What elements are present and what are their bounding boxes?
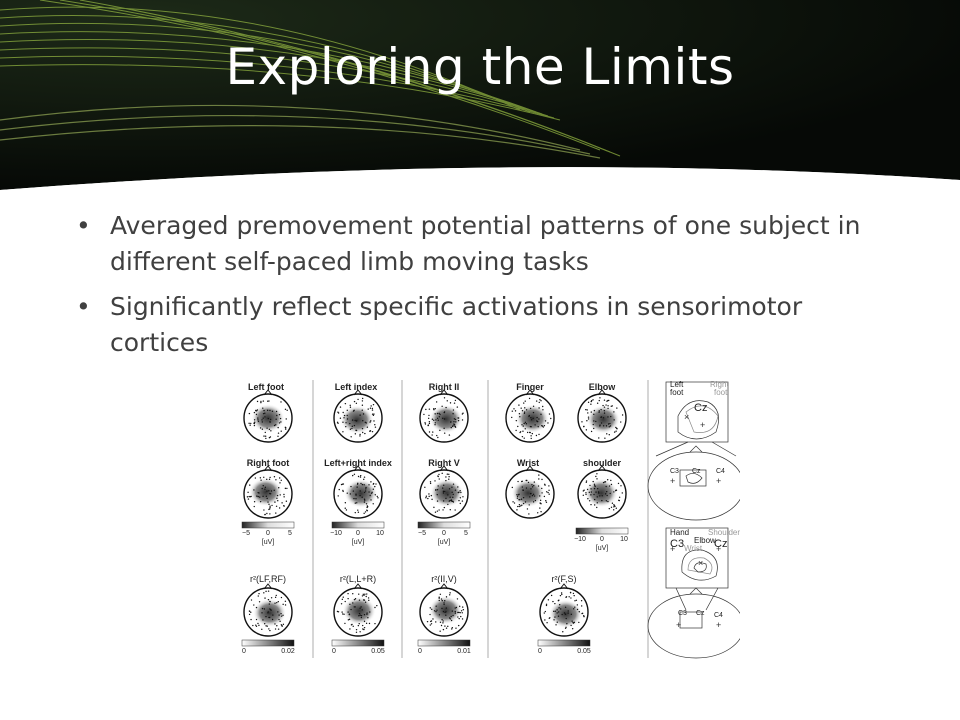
topographic-maps-graphic: × + + + + + × + +	[241, 380, 740, 659]
colorbar-tick: −10	[574, 536, 586, 543]
map-label: Right foot	[246, 458, 290, 468]
scalp-map	[333, 465, 383, 519]
colorbar-unit: [uV]	[261, 539, 275, 546]
colorbar-tick: 10	[620, 536, 628, 543]
colorbar-tick: 0	[332, 648, 336, 655]
colorbar-tick: 0.05	[371, 648, 385, 655]
map-label: r²(II,V)	[431, 574, 457, 584]
slide-header: Exploring the Limits	[0, 0, 960, 190]
electrode-label: C4	[716, 468, 725, 475]
colorbar-tick: 0	[538, 648, 542, 655]
scalp-map	[505, 389, 555, 443]
map-label: Right II	[428, 382, 460, 392]
electrode-label: Cz	[694, 402, 708, 414]
map-label: Left index	[334, 382, 378, 392]
electrode-label: Hand	[670, 528, 690, 537]
colorbars	[241, 521, 629, 647]
svg-text:+: +	[700, 420, 705, 430]
electrode-label: C3	[670, 538, 685, 550]
colorbar-tick: 0	[356, 530, 360, 537]
electrode-label: Left	[670, 380, 684, 389]
colorbar-tick: 0.05	[577, 648, 591, 655]
map-label: r²(L,L+R)	[339, 574, 377, 584]
electrode-label: foot	[670, 388, 684, 397]
header-swoosh-graphic	[0, 0, 960, 190]
colorbar-tick: −10	[330, 530, 342, 537]
bullet-text: Averaged premovement potential patterns …	[110, 211, 861, 276]
colorbar-tick: −5	[418, 530, 426, 537]
electrode-label: foot	[714, 388, 728, 397]
electrode-label: Shoulder	[708, 528, 741, 537]
electrode-label: Cz	[714, 538, 728, 550]
svg-text:+: +	[670, 476, 675, 486]
bullet-item: • Significantly reflect specific activati…	[74, 289, 904, 361]
bullet-dot-icon: •	[76, 292, 91, 321]
electrode-label: Cz	[696, 610, 705, 617]
scalp-map	[333, 389, 383, 443]
bullet-item: • Averaged premovement potential patterns…	[74, 208, 904, 280]
colorbar-unit: [uV]	[437, 539, 451, 546]
scalp-map	[419, 389, 469, 443]
bullet-text: Significantly reflect specific activatio…	[110, 292, 803, 357]
svg-text:+: +	[716, 620, 721, 630]
map-label: Left+right index	[324, 458, 392, 468]
scalp-map	[419, 465, 469, 519]
map-label: r²(F,S)	[551, 574, 577, 584]
svg-text:+: +	[716, 476, 721, 486]
colorbar-tick: 5	[464, 530, 468, 537]
electrode-label: C3	[670, 468, 679, 475]
map-label: Right V	[428, 458, 460, 468]
svg-text:+: +	[716, 544, 721, 554]
colorbar-tick: 0.02	[281, 648, 295, 655]
scalp-map	[243, 389, 293, 443]
svg-text:×: ×	[684, 412, 689, 422]
scalp-map	[577, 465, 627, 519]
colorbar-tick: 0	[266, 530, 270, 537]
colorbar-unit: [uV]	[351, 539, 365, 546]
bullet-list: • Averaged premovement potential patterns…	[74, 208, 904, 370]
electrode-label: Right	[710, 380, 729, 389]
scalp-map	[539, 583, 589, 637]
bullet-dot-icon: •	[76, 211, 91, 240]
map-label: shoulder	[582, 458, 622, 468]
colorbar-tick: 0	[600, 536, 604, 543]
map-label: Elbow	[588, 382, 616, 392]
scalp-map	[505, 465, 555, 519]
eeg-figure: × + + + + + × + + Left foot Right foot L…	[236, 376, 740, 662]
scalp-map	[419, 583, 469, 637]
colorbar-tick: 0	[442, 530, 446, 537]
map-label: Wrist	[516, 458, 540, 468]
scalp-map	[333, 583, 383, 637]
electrode-label: Cz	[692, 468, 701, 475]
colorbar-tick: 0.01	[457, 648, 471, 655]
svg-text:+: +	[676, 620, 681, 630]
electrode-diagrams	[647, 381, 740, 659]
svg-text:+: +	[670, 544, 675, 554]
scalp-map	[243, 465, 293, 519]
scalp-map	[577, 389, 627, 443]
colorbar-tick: −5	[242, 530, 250, 537]
map-label: r²(LF,RF)	[250, 574, 286, 584]
electrode-label: Wrist	[684, 544, 703, 553]
colorbar-tick: 0	[242, 648, 246, 655]
electrode-label: Elbow	[694, 536, 716, 545]
colorbar-tick: 0	[418, 648, 422, 655]
electrode-label: C4	[714, 612, 723, 619]
map-label: Left foot	[248, 382, 284, 392]
map-label: Finger	[516, 382, 544, 392]
colorbar-tick: 10	[376, 530, 384, 537]
colorbar-unit: [uV]	[595, 545, 609, 552]
electrode-label: C3	[678, 610, 687, 617]
colorbar-tick: 5	[288, 530, 292, 537]
slide-title: Exploring the Limits	[225, 38, 735, 96]
scalp-map	[243, 583, 293, 637]
svg-text:×: ×	[698, 558, 703, 568]
